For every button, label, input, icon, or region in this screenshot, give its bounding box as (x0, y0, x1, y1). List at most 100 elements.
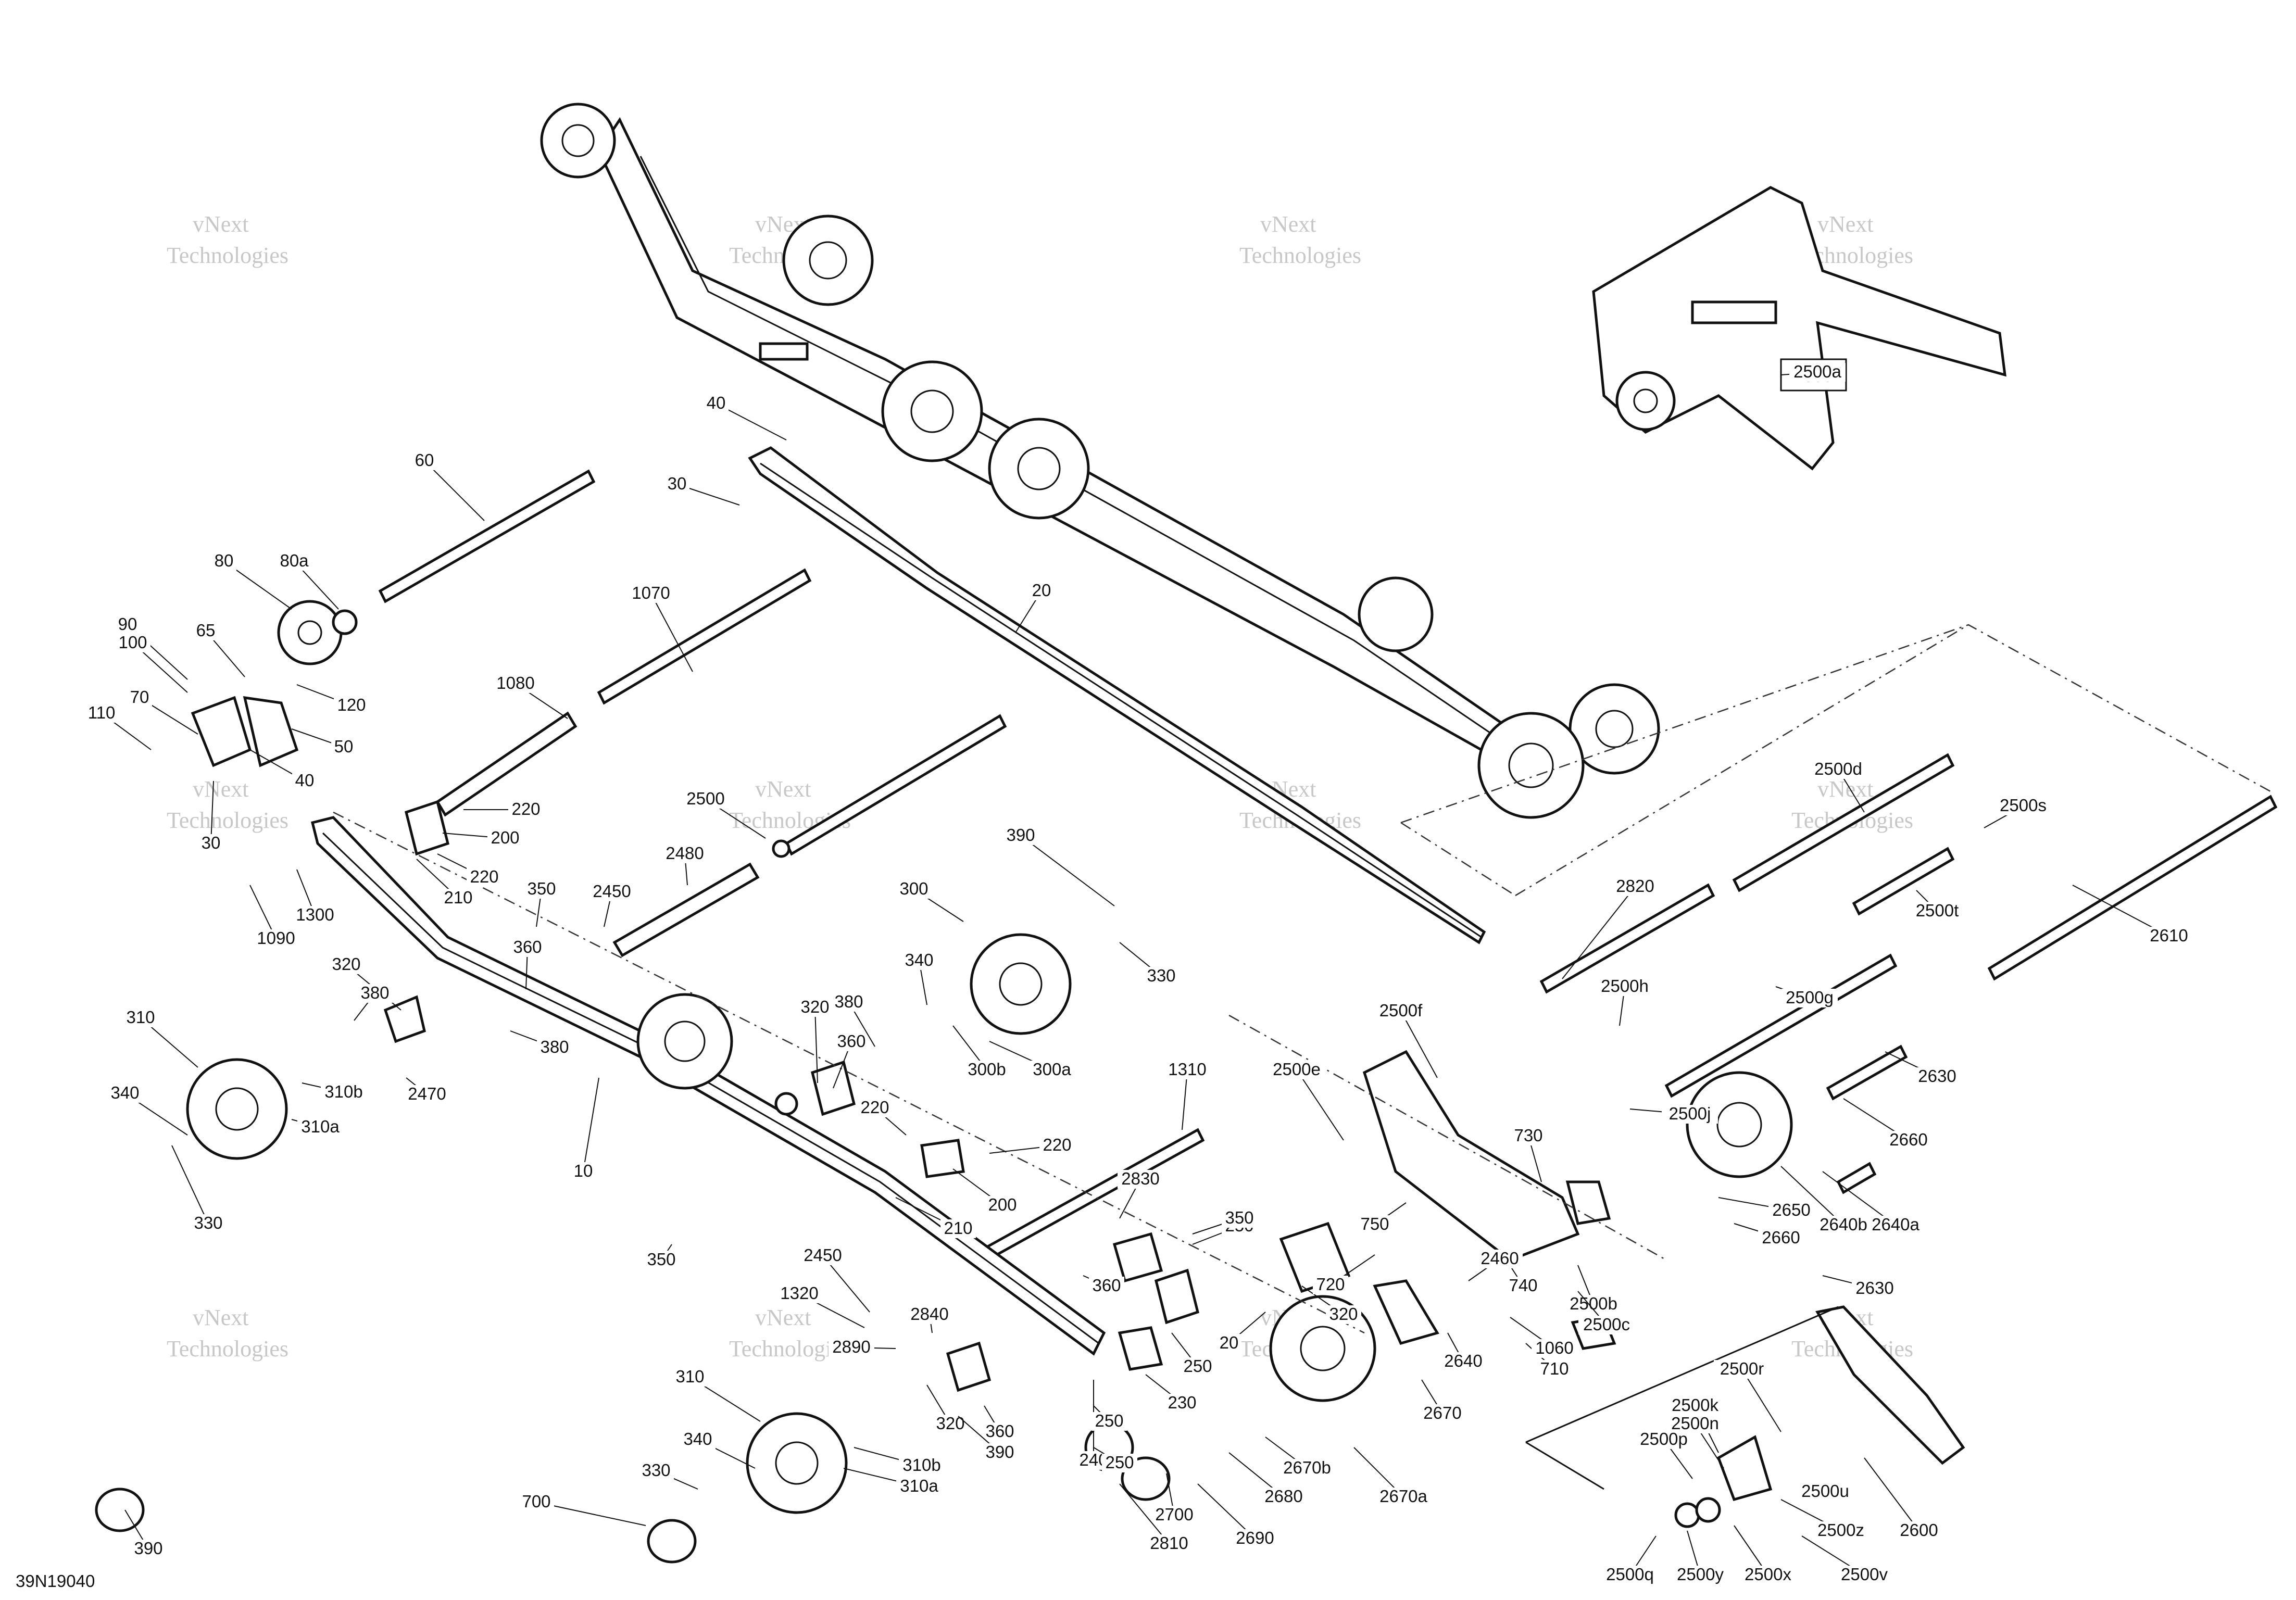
label-background (1768, 1201, 1814, 1220)
part-callout: 2500j (1629, 1104, 1718, 1124)
label-background (899, 1456, 945, 1475)
label-background (1102, 1454, 1137, 1472)
part-callout: 90 (115, 614, 188, 680)
label-background (329, 955, 364, 974)
part-number-label: 2480 (666, 843, 704, 863)
label-background (589, 883, 635, 901)
part-callout: 2450 (589, 881, 635, 927)
label-background (1740, 1566, 1796, 1584)
part-callout: 310a (843, 1468, 942, 1496)
part-number-label: 20 (1220, 1333, 1239, 1352)
part-number-label: 380 (540, 1037, 569, 1056)
part-callout: 710 (1525, 1343, 1572, 1379)
part-callout: 380 (831, 992, 875, 1047)
part-number-label: 2660 (1762, 1228, 1800, 1247)
label-background (115, 615, 140, 634)
part-number-label: 90 (118, 614, 137, 634)
part-callout: 360 (1083, 1275, 1124, 1295)
label-background (1813, 1521, 1869, 1540)
svg-text:vNext: vNext (193, 211, 249, 237)
part-callout: 2500r (1714, 1359, 1781, 1432)
label-background (1039, 1136, 1075, 1155)
part-callout: 340 (680, 1429, 756, 1469)
part-number-label: 210 (944, 1218, 972, 1238)
part-number-label: 220 (1043, 1135, 1071, 1154)
part-callout: 2660 (1843, 1098, 1931, 1150)
label-background (672, 1368, 708, 1387)
part-number-label: 740 (1509, 1276, 1537, 1295)
part-callout: 2640 (1440, 1332, 1486, 1371)
part-callout: 50 (291, 728, 356, 757)
label-background (412, 451, 437, 470)
part-callout: 60 (412, 450, 485, 521)
leader-line (650, 593, 693, 672)
part-callout: 300b (952, 1025, 1010, 1079)
part-callout: 20 (1216, 1312, 1266, 1353)
part-callout: 65 (193, 621, 245, 677)
part-callout: 750 (1357, 1202, 1407, 1234)
svg-text:vNext: vNext (755, 1305, 811, 1330)
part-callout: 2600 (1864, 1457, 1942, 1540)
leader-line (1119, 1483, 1170, 1544)
part-number-label: 2500r (1720, 1359, 1764, 1378)
part-callout: 2830 (1118, 1169, 1163, 1219)
part-callout: 10 (571, 1077, 599, 1181)
part-number-label: 330 (194, 1213, 222, 1232)
label-background (680, 1430, 716, 1449)
label-background (191, 1214, 226, 1233)
label-background (1714, 1360, 1770, 1379)
shafts (378, 469, 2278, 1259)
part-callout: 2470 (404, 1077, 450, 1104)
label-background (510, 938, 545, 957)
leader-line (1562, 886, 1636, 979)
part-callout: 340 (901, 950, 937, 1005)
part-number-label: 350 (647, 1250, 675, 1269)
part-number-label: 2500a (1793, 362, 1841, 381)
label-background (115, 634, 150, 652)
label-background (571, 1162, 596, 1181)
part-number-label: 2640a (1872, 1215, 1919, 1234)
part-callout: 380 (354, 983, 393, 1021)
part-number-label: 1090 (257, 928, 295, 948)
part-callout: 2500e (1269, 1060, 1344, 1141)
part-callout: 330 (171, 1145, 226, 1233)
part-number-label: 30 (202, 833, 221, 852)
part-number-label: 390 (1006, 825, 1035, 845)
label-background (1269, 1061, 1325, 1079)
part-callout: 230 (1145, 1374, 1200, 1413)
label-background (404, 1085, 450, 1104)
label-background (1029, 1061, 1075, 1079)
part-callout: 320 (1301, 1286, 1361, 1324)
part-number-label: 360 (1092, 1276, 1121, 1295)
label-background (901, 951, 937, 970)
part-number-label: 2890 (832, 1337, 870, 1356)
svg-text:vNext: vNext (1817, 776, 1874, 802)
label-background (964, 1061, 1010, 1079)
part-callout: 2640b (1780, 1166, 1872, 1234)
label-background (1815, 1216, 1872, 1234)
part-callout: 390 (958, 1416, 1018, 1462)
label-background (292, 772, 317, 790)
part-callout: 310 (123, 1007, 198, 1068)
part-number-label: 350 (1225, 1208, 1253, 1227)
label-background (127, 688, 152, 707)
leader-line (171, 1145, 209, 1224)
label-background (1375, 1488, 1432, 1506)
label-background (1667, 1396, 1723, 1415)
part-callout: 1090 (249, 885, 299, 948)
part-callout: 300 (896, 879, 964, 922)
part-number-label: 2500x (1745, 1565, 1791, 1584)
label-background (292, 906, 338, 925)
part-number-label: 2500k (1672, 1395, 1718, 1415)
label-background (907, 1305, 952, 1324)
part-number-label: 60 (415, 450, 434, 470)
part-callout: 350 (1192, 1208, 1257, 1234)
part-number-label: 2830 (1121, 1169, 1159, 1188)
part-number-label: 730 (1514, 1126, 1542, 1145)
part-callout: 2500y (1672, 1530, 1728, 1584)
svg-text:vNext: vNext (193, 776, 249, 802)
part-callout: 2680 (1228, 1452, 1307, 1506)
